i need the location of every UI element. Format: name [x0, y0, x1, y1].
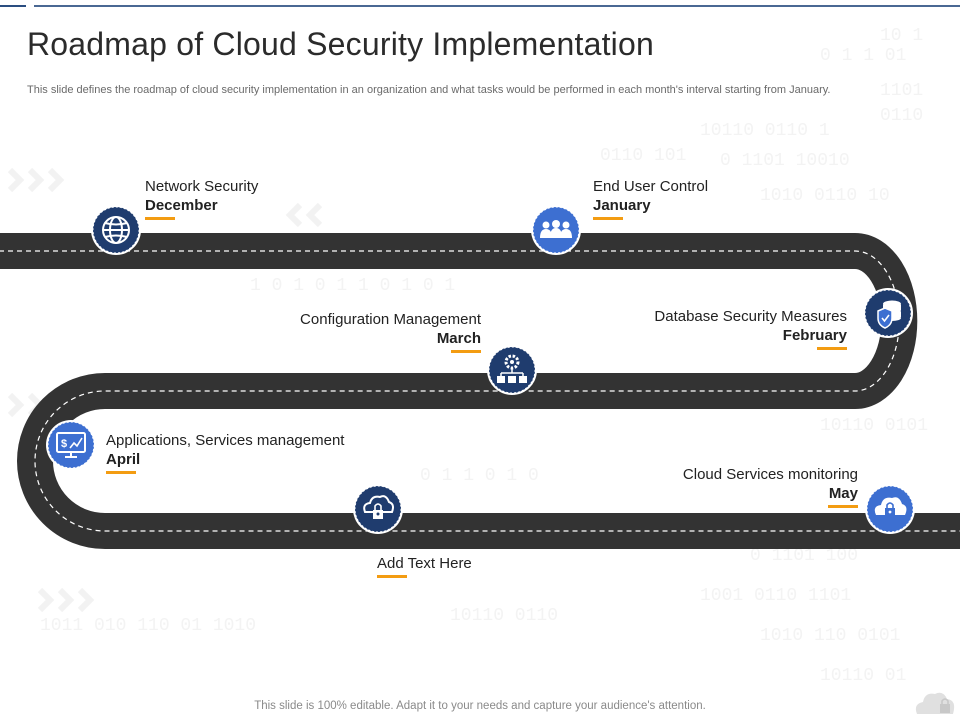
- users-group-icon: [540, 220, 572, 238]
- milestone-month: February: [782, 327, 847, 344]
- svg-text:10110 0110 1: 10110 0110 1: [700, 121, 830, 141]
- accent-underline: [106, 471, 136, 474]
- svg-text:10110 01: 10110 01: [820, 666, 906, 686]
- milestone-april: Applications, Services management April: [106, 431, 344, 474]
- milestone-may-marker: [865, 484, 915, 534]
- milestone-month: December: [145, 197, 218, 214]
- svg-text:10110 0110: 10110 0110: [450, 606, 558, 626]
- svg-text:10 1: 10 1: [880, 26, 923, 46]
- milestone-title: Applications, Services management: [106, 432, 345, 449]
- milestone-february-marker: [863, 288, 913, 338]
- milestone-december: Network Security December: [145, 177, 258, 220]
- milestone-title: End User Control: [593, 178, 709, 195]
- svg-text:$: $: [61, 438, 67, 450]
- accent-underline: [145, 217, 175, 220]
- svg-text:1010 110 0101: 1010 110 0101: [760, 626, 900, 646]
- milestone-addtext-marker: [353, 484, 403, 534]
- globe-icon: [102, 216, 130, 244]
- milestone-month: March: [436, 330, 481, 347]
- svg-text:0 1 1 01: 0 1 1 01: [820, 46, 906, 66]
- background-binary-texture: 10110 0110 1 0 1101 10010 1010 0110 10 0…: [40, 26, 928, 686]
- svg-text:1 0 1 0 1 1 0 1 0 1: 1 0 1 0 1 1 0 1 0 1: [250, 276, 455, 296]
- milestone-april-marker: $: [46, 420, 96, 470]
- page-title: Roadmap of Cloud Security Implementation: [27, 26, 654, 62]
- svg-text:1101: 1101: [880, 81, 923, 101]
- milestone-may: Cloud Services monitoring May: [683, 465, 858, 508]
- gear-network-icon: [497, 354, 527, 383]
- milestone-december-marker: [91, 205, 141, 255]
- accent-underline: [377, 575, 407, 578]
- accent-underline: [593, 217, 623, 220]
- milestone-title: Add Text Here: [377, 555, 472, 572]
- milestone-january-marker: [531, 205, 581, 255]
- milestone-month: May: [828, 485, 858, 502]
- accent-underline: [828, 505, 858, 508]
- milestone-march-marker: [487, 345, 537, 395]
- svg-text:0110 101: 0110 101: [600, 146, 686, 166]
- milestone-march: Configuration Management March: [300, 310, 481, 353]
- background-chevrons: [7, 167, 323, 613]
- top-rule-left: [0, 5, 26, 7]
- database-shield-icon: [877, 300, 901, 329]
- svg-text:0 1101 10010: 0 1101 10010: [720, 151, 850, 171]
- milestone-title: Database Security Measures: [654, 308, 847, 325]
- svg-text:1001 0110 1101: 1001 0110 1101: [700, 586, 851, 606]
- accent-underline: [817, 347, 847, 350]
- page-subtitle: This slide defines the roadmap of cloud …: [27, 84, 831, 96]
- svg-text:0 1101 100: 0 1101 100: [750, 546, 858, 566]
- cloud-lock-icon: [915, 692, 955, 714]
- milestone-add-text: Add Text Here: [377, 554, 472, 578]
- svg-text:0 1 1 0 1 0: 0 1 1 0 1 0: [420, 466, 539, 486]
- road-center-dashes: [0, 250, 960, 532]
- footer-note: This slide is 100% editable. Adapt it to…: [254, 700, 706, 712]
- milestone-title: Cloud Services monitoring: [682, 466, 858, 483]
- milestone-title: Network Security: [145, 178, 259, 195]
- svg-text:1011 010 110 01 1010: 1011 010 110 01 1010: [40, 616, 256, 636]
- accent-underline: [451, 350, 481, 353]
- cloud-lock-icon: [363, 495, 394, 519]
- milestone-month: January: [593, 197, 651, 214]
- cloud-lock-icon: [874, 497, 907, 516]
- monitor-dollar-chart-icon: $: [56, 432, 86, 458]
- svg-text:1010 0110 10: 1010 0110 10: [760, 186, 890, 206]
- milestone-january: End User Control January: [593, 177, 708, 220]
- svg-text:0110: 0110: [880, 106, 923, 126]
- milestone-february: Database Security Measures February: [654, 307, 847, 350]
- svg-text:10110 0101: 10110 0101: [820, 416, 928, 436]
- milestone-month: April: [106, 451, 141, 468]
- milestone-title: Configuration Management: [300, 311, 481, 328]
- top-rule: [34, 5, 960, 7]
